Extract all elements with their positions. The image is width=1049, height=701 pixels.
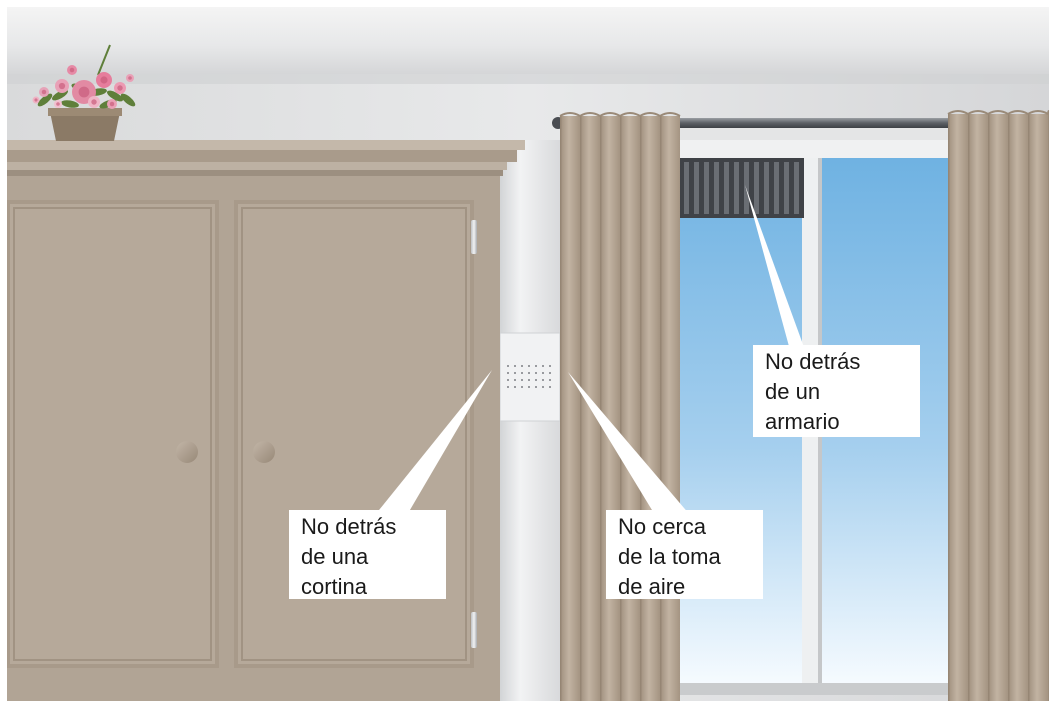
vent-grille-icon [678, 158, 804, 218]
hinge-top [471, 220, 477, 254]
callout-not-behind-wardrobe: No detrás de un armario [753, 345, 920, 437]
wall-shading [7, 74, 1049, 84]
curtain-rod [556, 118, 1049, 128]
callout-line: No detrás [301, 514, 397, 539]
curtain-left [559, 112, 681, 701]
flower-pot-icon [32, 44, 136, 141]
callout-line: de aire [618, 574, 686, 599]
door-knob-left [176, 441, 198, 463]
pointer-curtain [375, 370, 492, 515]
wardrobe-door-right [234, 200, 474, 668]
callout-line: cortina [301, 574, 368, 599]
callout-line: de un [765, 379, 821, 404]
callout-line: No cerca [618, 514, 707, 539]
wardrobe-crown [7, 140, 525, 150]
callout-not-behind-curtain: No detrás de una cortina [289, 510, 446, 599]
pointer-intake [568, 372, 690, 515]
curtain-right [947, 110, 1049, 701]
callout-line: de una [301, 544, 369, 569]
callout-not-near-air-intake: No cerca de la toma de aire [606, 510, 763, 599]
wall-sensor-icon [499, 332, 561, 422]
hinge-bottom [471, 612, 477, 648]
wardrobe [7, 140, 525, 701]
door-knob-right [253, 441, 275, 463]
wardrobe-door-left [7, 200, 219, 668]
ceiling [7, 7, 1049, 77]
pointer-wardrobe [745, 185, 805, 350]
callout-line: No detrás [765, 349, 861, 374]
callout-line: de la toma [618, 544, 721, 569]
callout-line: armario [765, 409, 840, 434]
wall-pillar [498, 140, 562, 701]
